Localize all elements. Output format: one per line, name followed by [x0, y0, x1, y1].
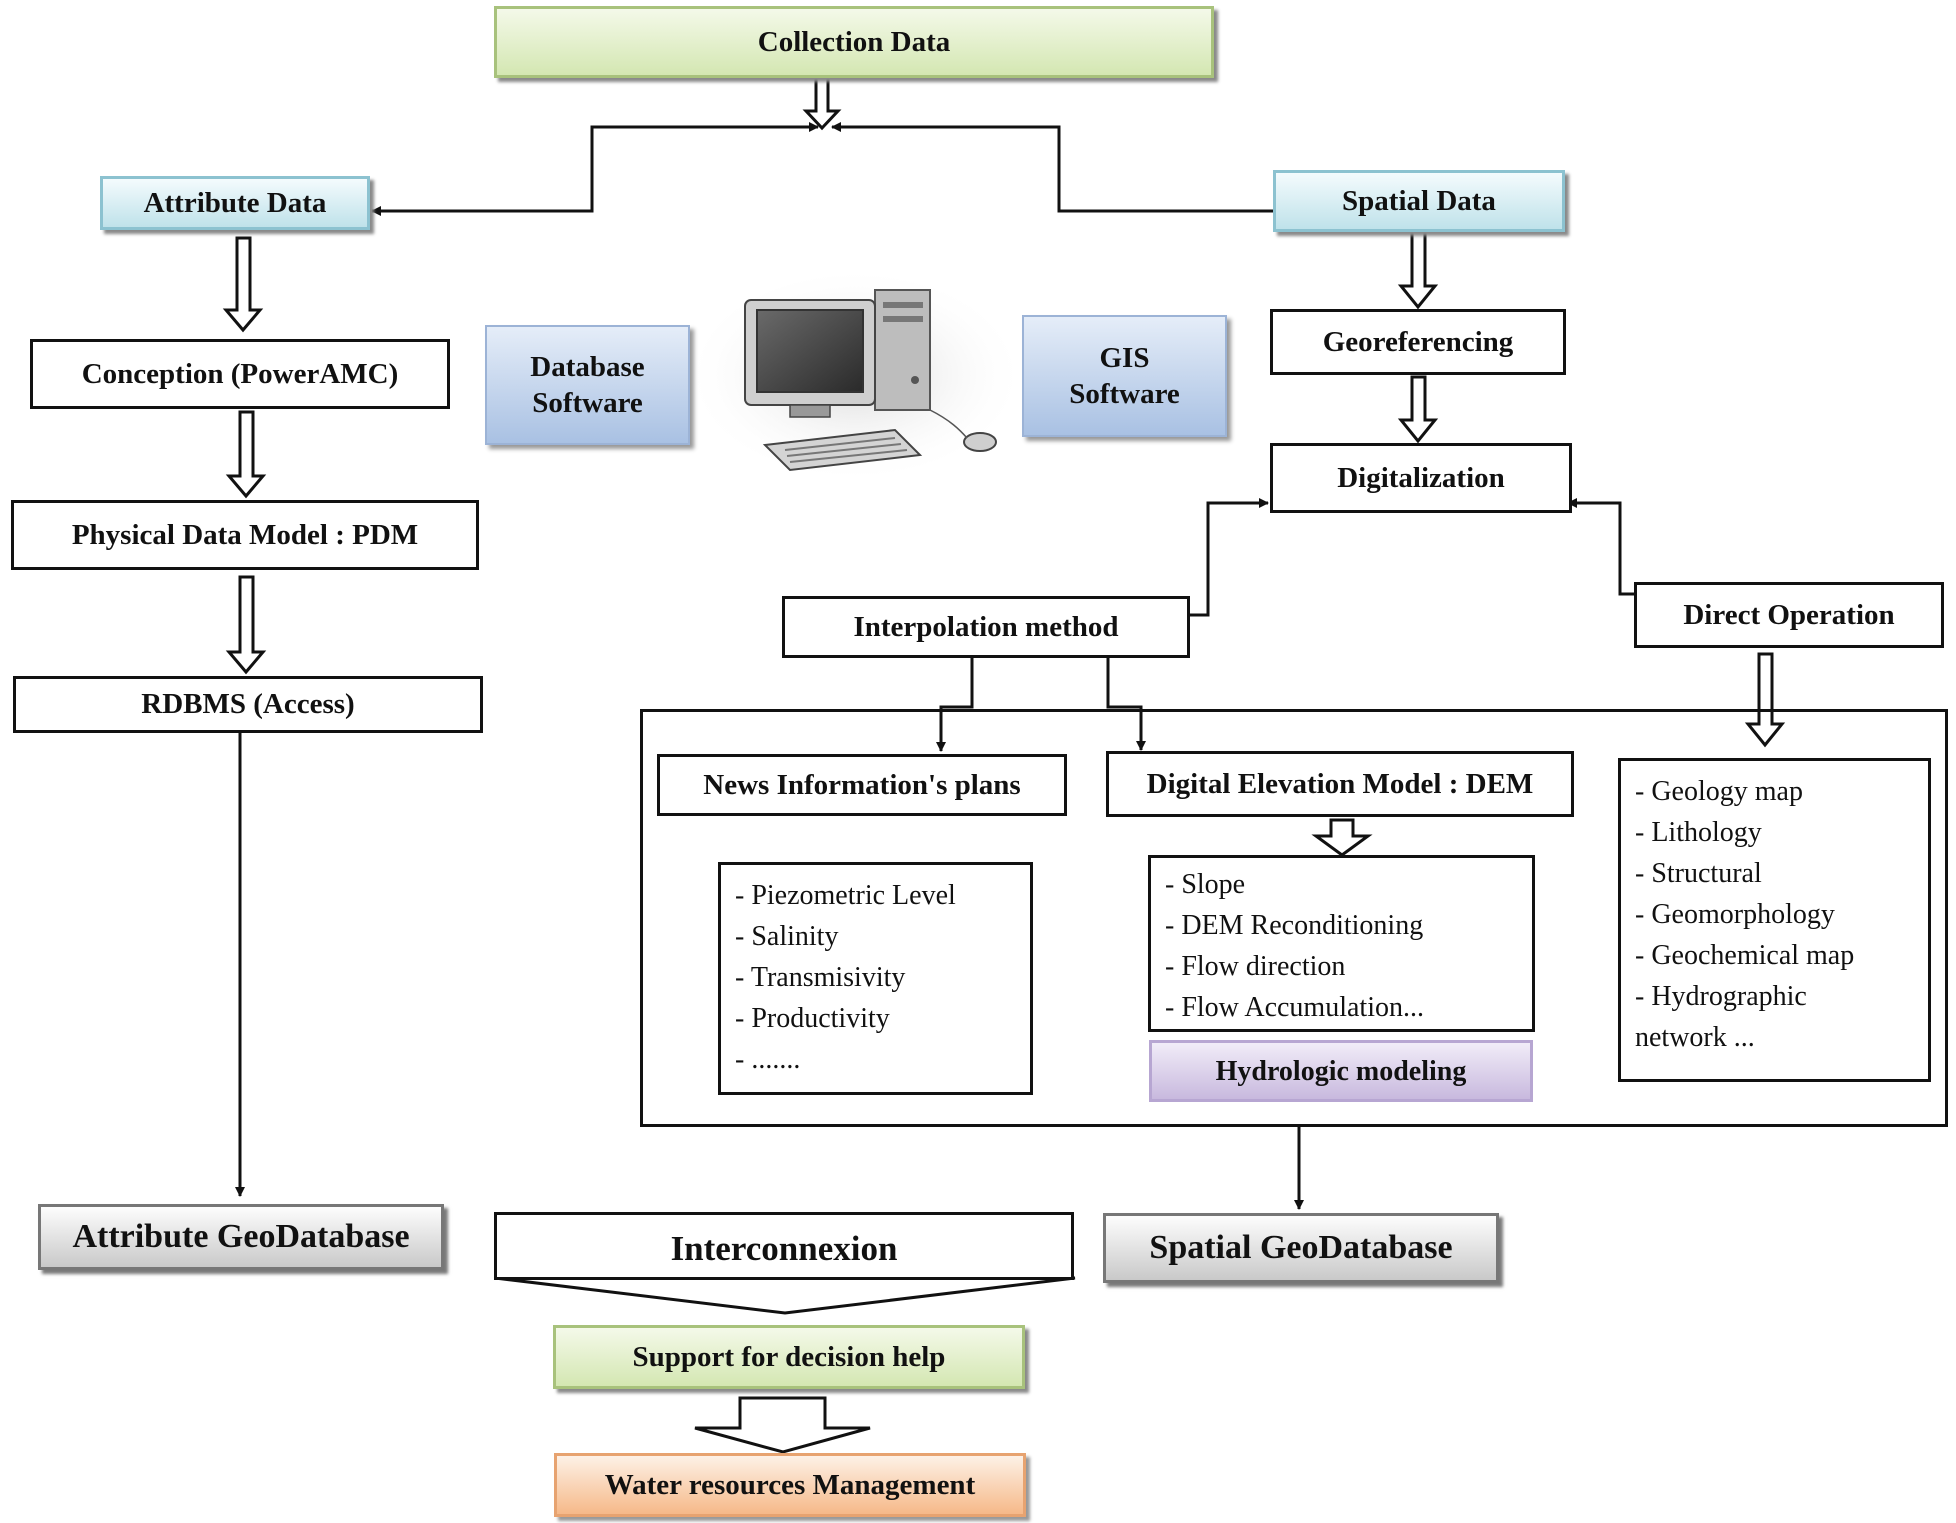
digital-elevation-model-node: Digital Elevation Model : DEM	[1106, 751, 1574, 817]
connector-to-spatial	[835, 125, 1283, 216]
list-item: - Lithology	[1635, 817, 1762, 848]
gis-software-line1: GIS	[1099, 341, 1150, 374]
list-item: - DEM Reconditioning	[1165, 910, 1424, 941]
direct-operation-node: Direct Operation	[1634, 582, 1944, 648]
direct-products-list: - Geology map - Lithology - Structural -…	[1618, 758, 1931, 1082]
list-item: network ...	[1635, 1022, 1755, 1053]
spatial-data-node: Spatial Data	[1273, 170, 1565, 232]
database-software-line2: Software	[532, 387, 643, 419]
hollow-arrow-conception-pdm	[225, 410, 267, 499]
database-software-line1: Database	[530, 350, 645, 383]
list-item: - Salinity	[735, 921, 839, 952]
interconnexion-node: Interconnexion	[494, 1212, 1074, 1280]
attribute-data-node: Attribute Data	[100, 176, 370, 230]
hollow-arrow-geo-digital	[1397, 375, 1439, 444]
hollow-arrow-pdm-rdbms	[225, 575, 267, 675]
list-item: - Geomorphology	[1635, 899, 1835, 930]
spatial-geodatabase-node: Spatial GeoDatabase	[1103, 1213, 1499, 1283]
attribute-geodatabase-node: Attribute GeoDatabase	[38, 1204, 444, 1270]
dem-products-list: - Slope - DEM Reconditioning - Flow dire…	[1148, 855, 1535, 1032]
hollow-arrow-support-water	[694, 1396, 871, 1454]
conception-node: Conception (PowerAMC)	[30, 339, 450, 409]
list-item: - Hydrographic	[1635, 981, 1807, 1012]
list-item: - Flow Accumulation...	[1165, 992, 1424, 1023]
desktop-computer-icon	[697, 275, 1013, 475]
connector-interp-news	[936, 657, 974, 752]
gis-software-line2: Software	[1069, 378, 1180, 410]
connector-interp-dem	[1106, 657, 1146, 751]
piezometric-list: - Piezometric Level - Salinity - Transmi…	[718, 862, 1033, 1095]
georeferencing-node: Georeferencing	[1270, 309, 1566, 375]
support-decision-node: Support for decision help	[553, 1325, 1025, 1389]
connector-direct-digital	[1568, 501, 1673, 599]
water-resources-node: Water resources Management	[554, 1453, 1026, 1517]
hollow-arrow-spatial-geo	[1397, 227, 1439, 310]
list-item: - .......	[735, 1044, 801, 1075]
list-item: - Structural	[1635, 858, 1762, 889]
list-item: - Geochemical map	[1635, 940, 1855, 971]
spatial-processing-frame	[640, 709, 1948, 1127]
digitalization-node: Digitalization	[1270, 443, 1572, 513]
hydrologic-modeling-node: Hydrologic modeling	[1149, 1040, 1533, 1102]
hollow-arrow-interconnexion	[494, 1276, 1076, 1315]
list-item: - Geology map	[1635, 776, 1803, 807]
list-item: - Piezometric Level	[735, 880, 956, 911]
connector-to-attribute	[371, 125, 805, 216]
hollow-arrow-dem-list	[1311, 818, 1373, 857]
collection-data-node: Collection Data	[494, 6, 1214, 78]
interpolation-method-node: Interpolation method	[782, 596, 1190, 658]
news-information-plans-node: News Information's plans	[657, 754, 1067, 816]
physical-data-model-node: Physical Data Model : PDM	[11, 500, 479, 570]
rdbms-node: RDBMS (Access)	[13, 676, 483, 733]
list-item: - Flow direction	[1165, 951, 1346, 982]
hollow-arrow-direct-list	[1744, 652, 1786, 748]
list-item: - Productivity	[735, 1003, 890, 1034]
gis-software-node: GIS Software	[1022, 315, 1227, 437]
hollow-arrow-attr-conception	[222, 236, 264, 333]
list-item: - Transmisivity	[735, 962, 906, 993]
list-item: - Slope	[1165, 869, 1246, 900]
database-software-node: Database Software	[485, 325, 690, 445]
